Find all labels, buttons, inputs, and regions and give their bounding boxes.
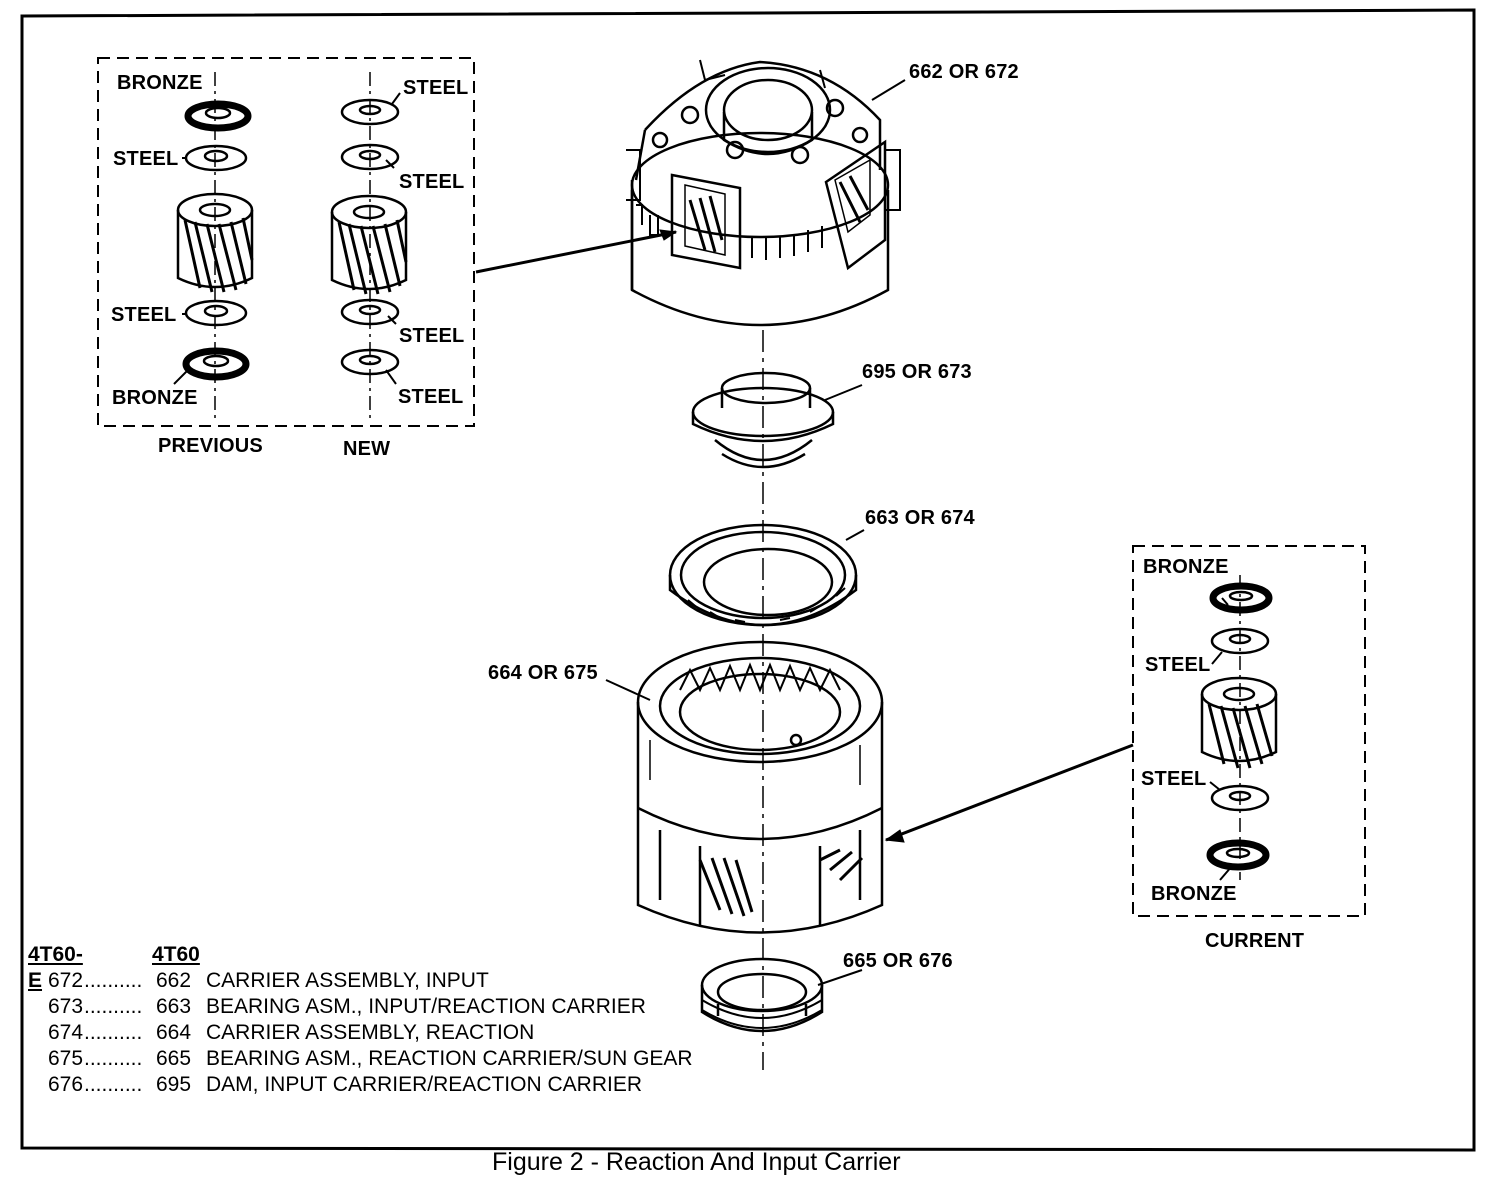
connector-previous-new — [475, 230, 677, 274]
washer-steel-new-1 — [340, 98, 400, 126]
callout-663-674: 663 OR 674 — [865, 507, 975, 529]
legend-row-leader: .......... — [84, 1073, 143, 1096]
washer-steel-new-2 — [340, 143, 400, 171]
label-steel-new-2: STEEL — [399, 171, 465, 193]
leader-665 — [817, 969, 863, 986]
legend-row-leader: .......... — [84, 995, 143, 1018]
caption-current: CURRENT — [1205, 930, 1305, 952]
washer-steel-prev-lower — [184, 299, 248, 327]
washer-bronze-current-bottom — [1206, 839, 1270, 871]
callout-665-676: 665 OR 676 — [843, 950, 953, 972]
label-steel-new-4: STEEL — [398, 386, 464, 408]
legend-row-desc: CARRIER ASSEMBLY, REACTION — [206, 1021, 535, 1044]
legend-row-desc: BEARING ASM., INPUT/REACTION CARRIER — [206, 995, 646, 1018]
pinion-gear-current — [1200, 676, 1278, 769]
legend-row-desc: DAM, INPUT CARRIER/REACTION CARRIER — [206, 1073, 642, 1096]
legend-row-a: 672 — [48, 969, 84, 992]
legend-row-desc: CARRIER ASSEMBLY, INPUT — [206, 969, 489, 992]
legend-row-leader: .......... — [84, 969, 143, 992]
legend-header-4t60e: 4T60-E — [28, 943, 83, 992]
washer-steel-new-4 — [340, 348, 400, 376]
connector-current — [885, 743, 1134, 842]
leader-695 — [824, 384, 863, 401]
legend-row-leader: .......... — [84, 1021, 143, 1044]
outer-frame — [20, 8, 1476, 1152]
legend-header-4t60: 4T60 — [152, 943, 200, 966]
legend-row-a: 675 — [48, 1047, 84, 1070]
washer-steel-current-upper — [1210, 627, 1270, 655]
legend-row-a: 673 — [48, 995, 84, 1018]
label-steel-new-3: STEEL — [399, 325, 465, 347]
input-carrier-drawing — [626, 59, 901, 327]
inset-previous-new-frame — [97, 57, 475, 427]
leader-663 — [845, 529, 865, 541]
washer-steel-current-lower — [1210, 784, 1270, 812]
label-bronze-prev-bottom: BRONZE — [112, 387, 198, 409]
dam-drawing — [691, 371, 835, 469]
legend-row-leader: .......... — [84, 1047, 143, 1070]
legend-row-a: 674 — [48, 1021, 84, 1044]
label-steel-prev-lower: STEEL — [111, 304, 177, 326]
washer-steel-new-3 — [340, 298, 400, 326]
leader-664 — [605, 679, 651, 701]
callout-664-675: 664 OR 675 — [488, 662, 598, 684]
pinion-gear-prev — [176, 192, 254, 293]
label-steel-prev-upper: STEEL — [113, 148, 179, 170]
washer-bronze-current-top — [1209, 582, 1273, 614]
leader-662 — [871, 79, 906, 101]
label-bronze-current-top: BRONZE — [1143, 556, 1229, 578]
legend-row-b: 695 — [156, 1073, 192, 1096]
label-steel-new-1: STEEL — [403, 77, 469, 99]
label-bronze-current-bottom: BRONZE — [1151, 883, 1237, 905]
legend-row-b: 664 — [156, 1021, 192, 1044]
inset-current-frame — [1132, 545, 1366, 917]
label-steel-current-lower: STEEL — [1141, 768, 1207, 790]
caption-previous: PREVIOUS — [158, 435, 263, 457]
label-steel-current-upper: STEEL — [1145, 654, 1211, 676]
reaction-carrier-drawing — [636, 640, 884, 934]
washer-steel-prev-upper — [184, 144, 248, 172]
bearing-drawing — [668, 523, 858, 627]
label-bronze-prev-top: BRONZE — [117, 72, 203, 94]
legend-row-a: 676 — [48, 1073, 84, 1096]
callout-662-672: 662 OR 672 — [909, 61, 1019, 83]
washer-bronze-prev-bottom — [182, 347, 250, 381]
legend-row-b: 665 — [156, 1047, 192, 1070]
pinion-gear-new — [330, 194, 408, 295]
caption-new: NEW — [343, 438, 391, 460]
callout-695-673: 695 OR 673 — [862, 361, 972, 383]
figure-caption: Figure 2 - Reaction And Input Carrier — [492, 1148, 901, 1176]
sun-gear-bearing-drawing — [700, 957, 824, 1033]
legend-row-desc: BEARING ASM., REACTION CARRIER/SUN GEAR — [206, 1047, 693, 1070]
legend-row-b: 663 — [156, 995, 192, 1018]
washer-bronze-prev-top — [184, 100, 252, 132]
legend-row-b: 662 — [156, 969, 192, 992]
